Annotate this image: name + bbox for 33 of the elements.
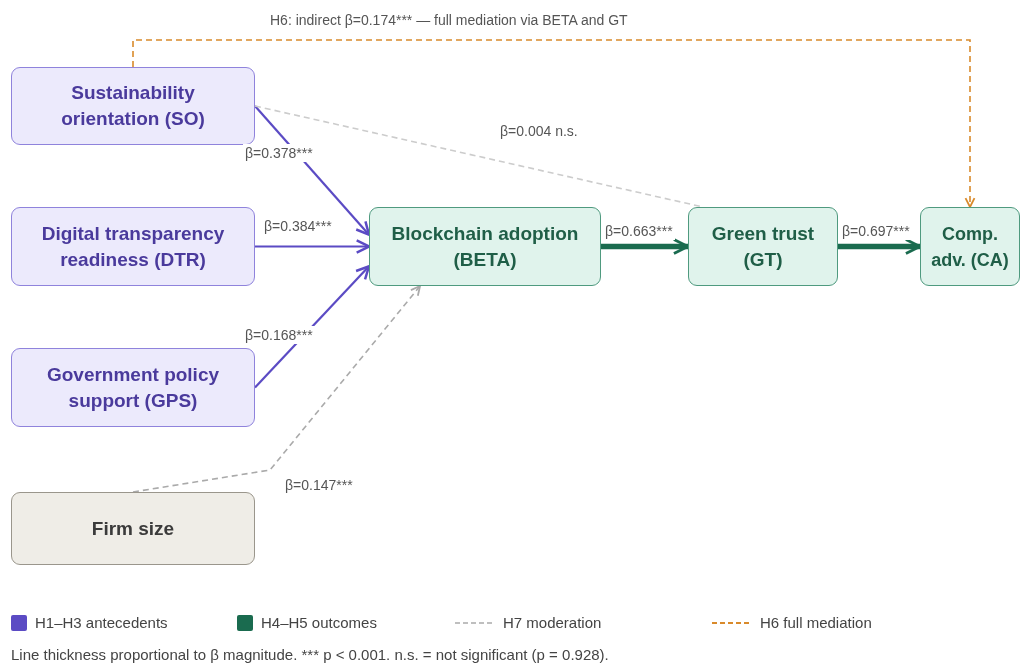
node-label: Comp. adv. (CA)	[930, 222, 1010, 272]
construct-box	[11, 348, 255, 427]
edge-label: H6: indirect β=0.174*** — full mediation via BETA and GT	[268, 11, 630, 29]
node-label: Sustainability orientation (SO)	[60, 81, 206, 131]
node-label: Firm size	[91, 516, 175, 541]
edge-label: β=0.004 n.s.	[498, 122, 580, 140]
construct-box	[369, 207, 601, 286]
construct-box	[11, 207, 255, 286]
dashed-arrow	[132, 39, 976, 208]
control-variable-box	[11, 492, 255, 565]
construct-box	[688, 207, 838, 286]
node-label: Government policy support (GPS)	[45, 362, 221, 413]
arrow	[254, 105, 371, 236]
construct-box	[11, 67, 255, 145]
legend-label: H4–H5 outcomes	[261, 614, 377, 631]
edge-label: β=0.697***	[840, 222, 912, 240]
edge-label: β=0.384***	[262, 217, 334, 235]
arrow	[255, 239, 371, 254]
arrow	[601, 238, 690, 255]
edge-label: β=0.663***	[603, 222, 675, 240]
arrow	[838, 238, 922, 255]
edge-label: β=0.168***	[243, 326, 315, 344]
node-label: Digital transparency readiness (DTR)	[40, 221, 226, 272]
caption: Line thickness proportional to β magnitude. *** p < 0.001. n.s. = not significant (p = 0.928).	[11, 646, 609, 663]
node-label: Green trust (GT)	[710, 221, 816, 272]
dashed-arrow	[132, 285, 421, 493]
node-label: Blockchain adoption (BETA)	[390, 221, 580, 272]
edge-label: β=0.378***	[243, 144, 315, 162]
legend-label: H6 full mediation	[760, 614, 872, 631]
edge-label: β=0.147***	[283, 476, 355, 494]
construct-box	[920, 207, 1020, 286]
legend-label: H1–H3 antecedents	[35, 614, 168, 631]
legend-label: H7 moderation	[503, 614, 602, 631]
